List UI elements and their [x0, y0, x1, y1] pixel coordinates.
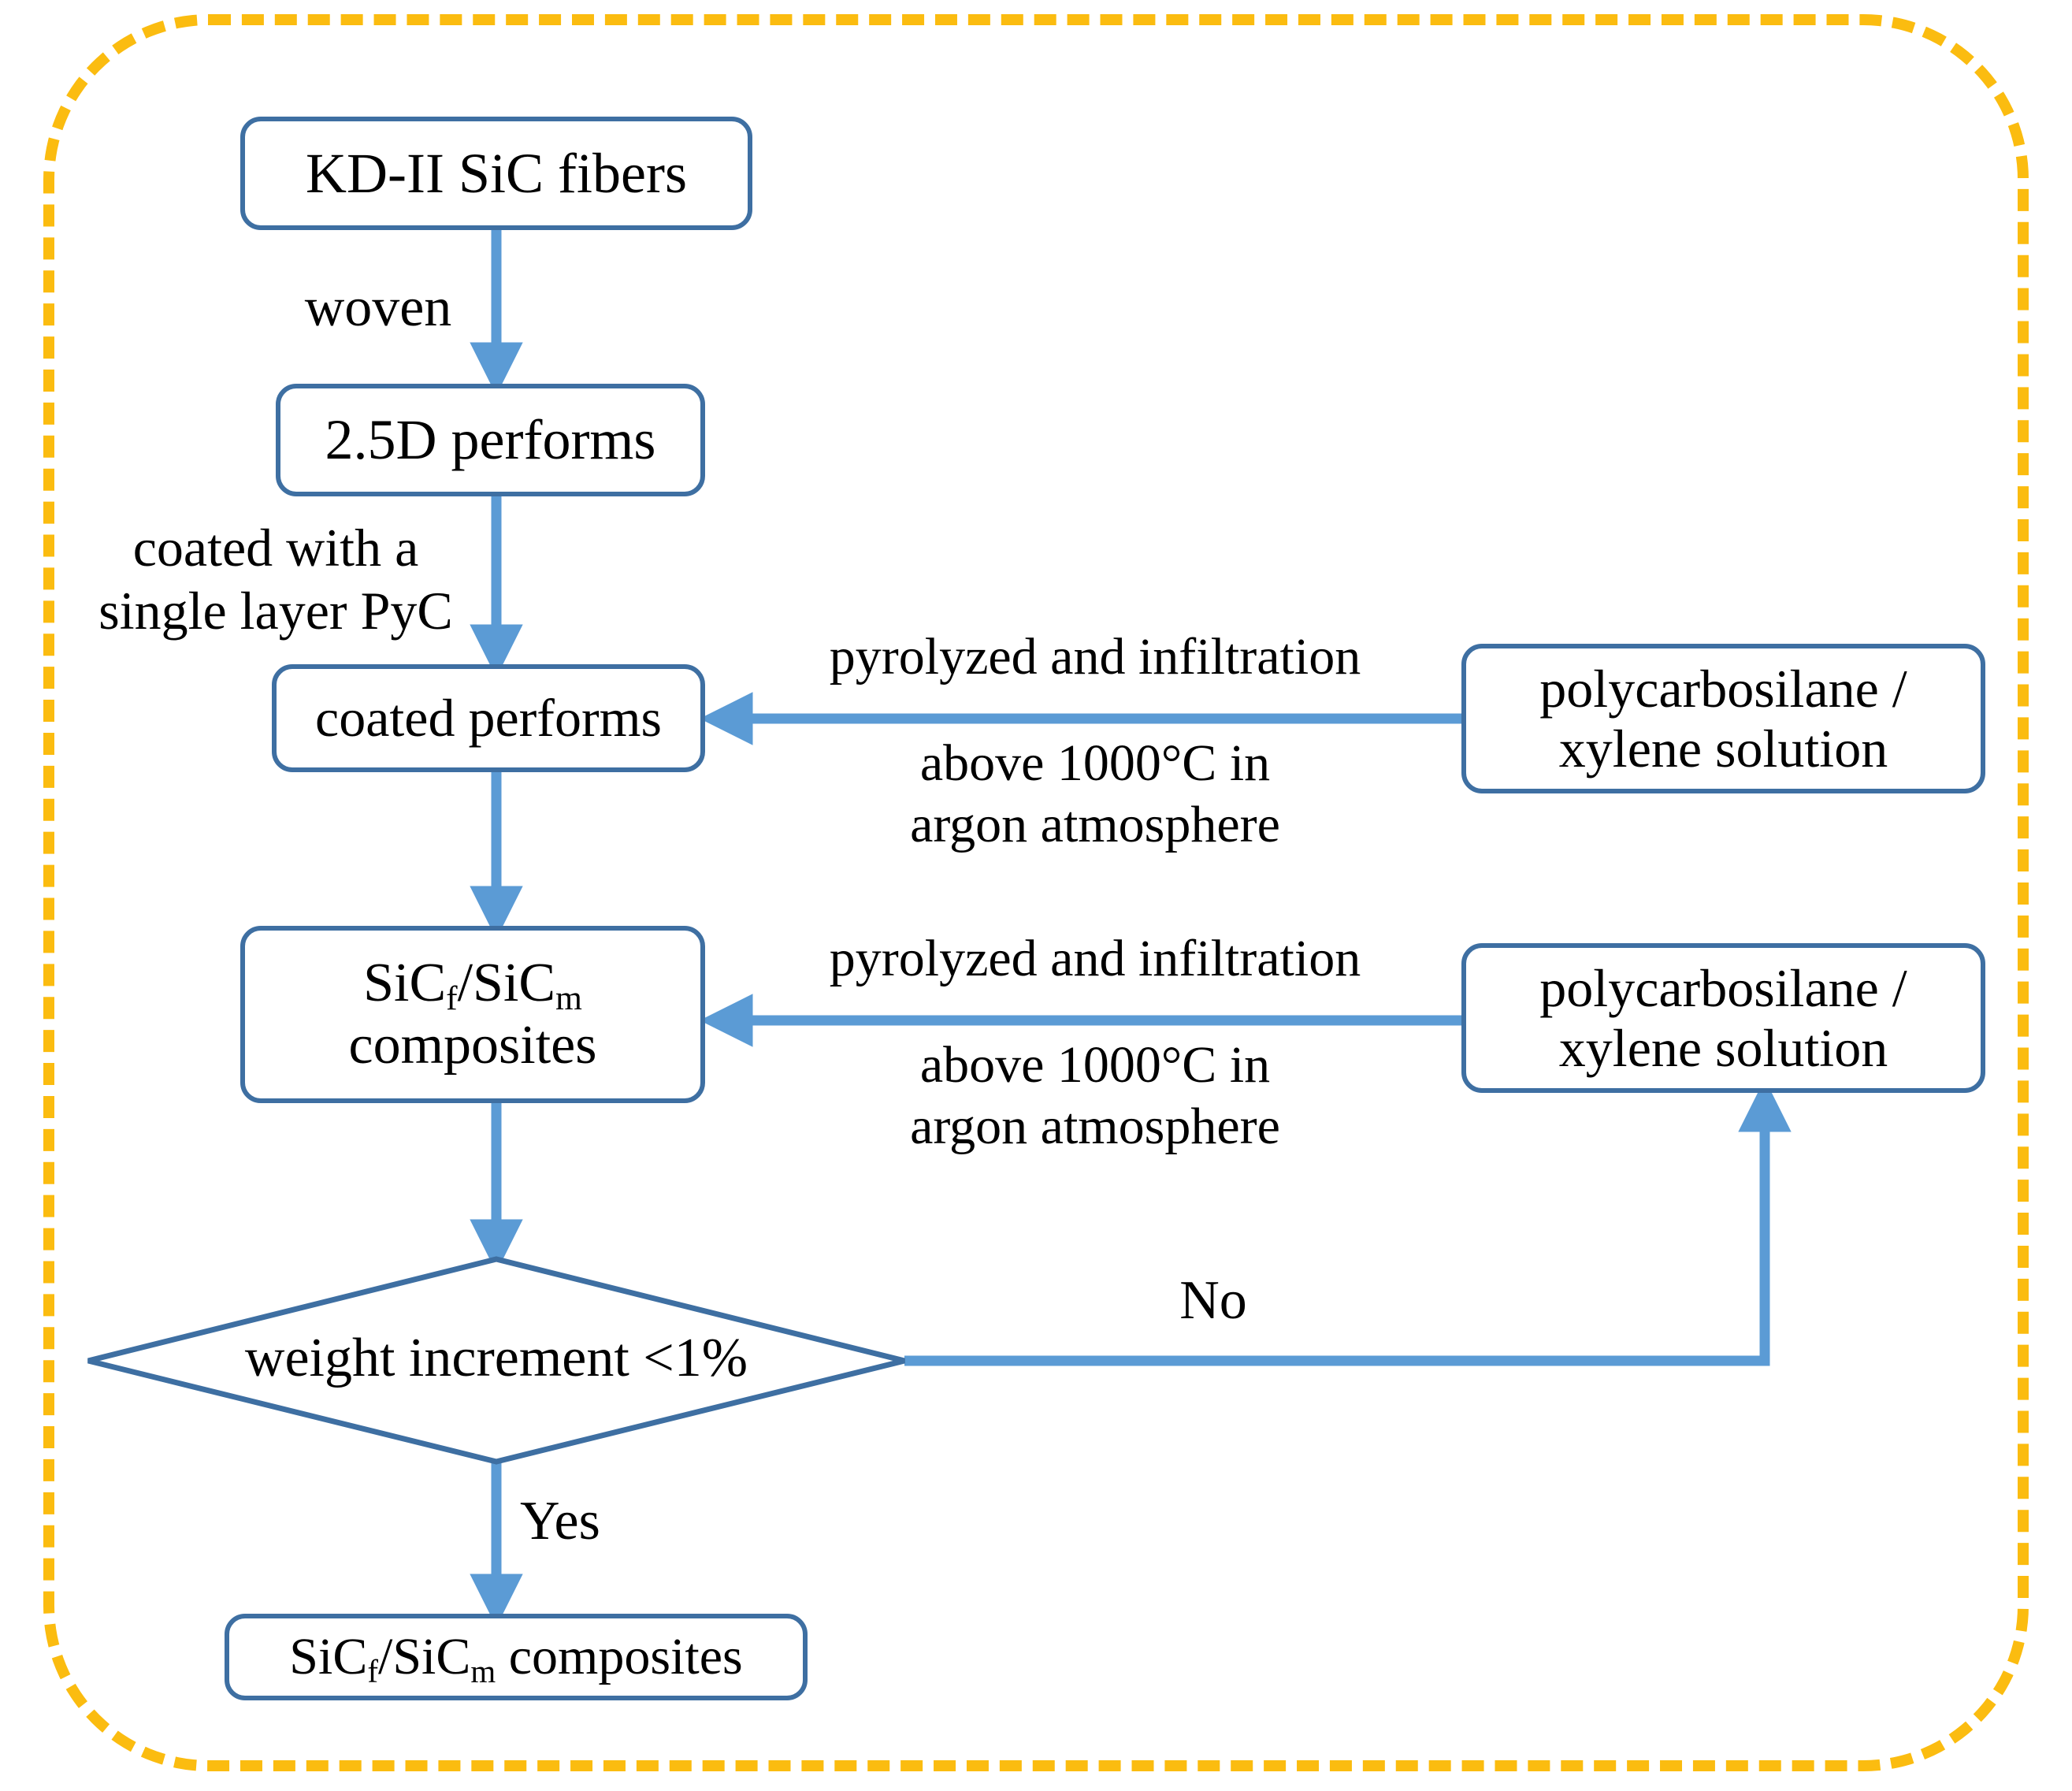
- edge-label-pyrolyzed-bottom: pyrolyzed and infiltration: [829, 930, 1361, 987]
- decision-label: weight increment <1%: [244, 1328, 748, 1388]
- edge-decision-no-to-pcs2: [904, 1079, 1792, 1366]
- edge-label-conditions-bottom: above 1000°C in argon atmosphere: [910, 1036, 1280, 1155]
- node-label-line1: polycarbosilane /: [1539, 658, 1907, 719]
- node-label: 2.5D performs: [325, 408, 656, 472]
- node-25d-performs[interactable]: 2.5D performs: [276, 384, 705, 496]
- edge-label-yes: Yes: [520, 1491, 600, 1551]
- edge-label-coated-with-pyc: coated with a single layer PyC: [98, 518, 453, 641]
- node-label-formula: SiCf/SiCm: [363, 953, 582, 1018]
- node-polycarbosilane-xylene-1[interactable]: polycarbosilane / xylene solution: [1461, 644, 1985, 793]
- node-final-sicf-sicm-composites[interactable]: SiCf/SiCm composites: [225, 1614, 808, 1700]
- node-sicf-sicm-composites[interactable]: SiCf/SiCm composites: [240, 926, 705, 1103]
- edge-label-no: No: [1179, 1270, 1247, 1331]
- node-coated-performs[interactable]: coated performs: [272, 664, 705, 772]
- node-label: KD-II SiC fibers: [306, 141, 687, 205]
- node-label-line2: composites: [348, 1014, 597, 1076]
- node-label-line2: xylene solution: [1558, 719, 1888, 778]
- node-label-formula: SiCf/SiCm composites: [289, 1628, 743, 1689]
- edge-label-pyrolyzed-top: pyrolyzed and infiltration: [829, 628, 1361, 686]
- node-polycarbosilane-xylene-2[interactable]: polycarbosilane / xylene solution: [1461, 943, 1985, 1093]
- node-label-line1: polycarbosilane /: [1539, 957, 1907, 1018]
- decision-diamond: [87, 1256, 905, 1465]
- node-kd2-sic-fibers[interactable]: KD-II SiC fibers: [240, 117, 752, 230]
- node-label-line2: xylene solution: [1558, 1018, 1888, 1078]
- node-label: coated performs: [315, 688, 662, 749]
- edge-label-conditions-top: above 1000°C in argon atmosphere: [910, 734, 1280, 853]
- edge-label-woven: woven: [304, 277, 452, 338]
